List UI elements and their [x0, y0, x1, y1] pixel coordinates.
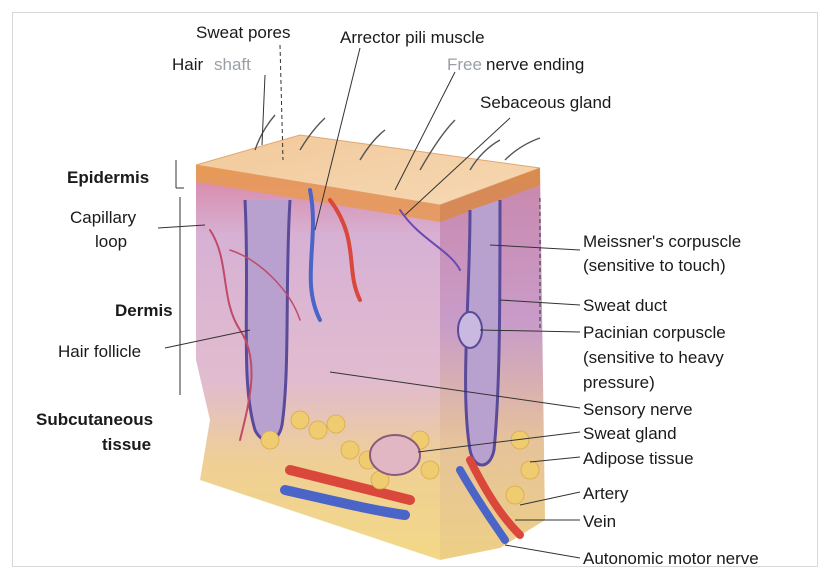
- label-sebaceous-gland: Sebaceous gland: [480, 93, 611, 113]
- label-hair-shaft-2: shaft: [214, 55, 251, 75]
- label-hair-shaft-1: Hair: [172, 55, 203, 75]
- label-capillary-loop-2: loop: [95, 232, 127, 252]
- label-pacinian-1: Pacinian corpuscle: [583, 323, 726, 343]
- label-pacinian-2: (sensitive to heavy: [583, 348, 724, 368]
- label-dermis: Dermis: [115, 301, 173, 321]
- label-capillary-loop-1: Capillary: [70, 208, 136, 228]
- label-subcutaneous-1: Subcutaneous: [36, 410, 153, 430]
- label-epidermis: Epidermis: [67, 168, 149, 188]
- label-sweat-pores: Sweat pores: [196, 23, 291, 43]
- label-sweat-gland: Sweat gland: [583, 424, 677, 444]
- label-free-nerve-1: Free: [447, 55, 482, 75]
- pacinian-corpuscle: [458, 312, 482, 348]
- label-hair-follicle: Hair follicle: [58, 342, 141, 362]
- label-pacinian-3: pressure): [583, 373, 655, 393]
- label-subcutaneous-2: tissue: [102, 435, 151, 455]
- label-artery: Artery: [583, 484, 628, 504]
- label-arrector-pili: Arrector pili muscle: [340, 28, 485, 48]
- hair-follicle-1: [245, 200, 290, 441]
- label-sensory-nerve: Sensory nerve: [583, 400, 693, 420]
- label-meissner-1: Meissner's corpuscle: [583, 232, 741, 252]
- label-autonomic-motor-nerve: Autonomic motor nerve: [583, 549, 759, 569]
- label-meissner-2: (sensitive to touch): [583, 256, 726, 276]
- label-adipose-tissue: Adipose tissue: [583, 449, 694, 469]
- sweat-gland: [370, 435, 420, 475]
- label-sweat-duct: Sweat duct: [583, 296, 667, 316]
- label-vein: Vein: [583, 512, 616, 532]
- label-free-nerve-2: nerve ending: [486, 55, 584, 75]
